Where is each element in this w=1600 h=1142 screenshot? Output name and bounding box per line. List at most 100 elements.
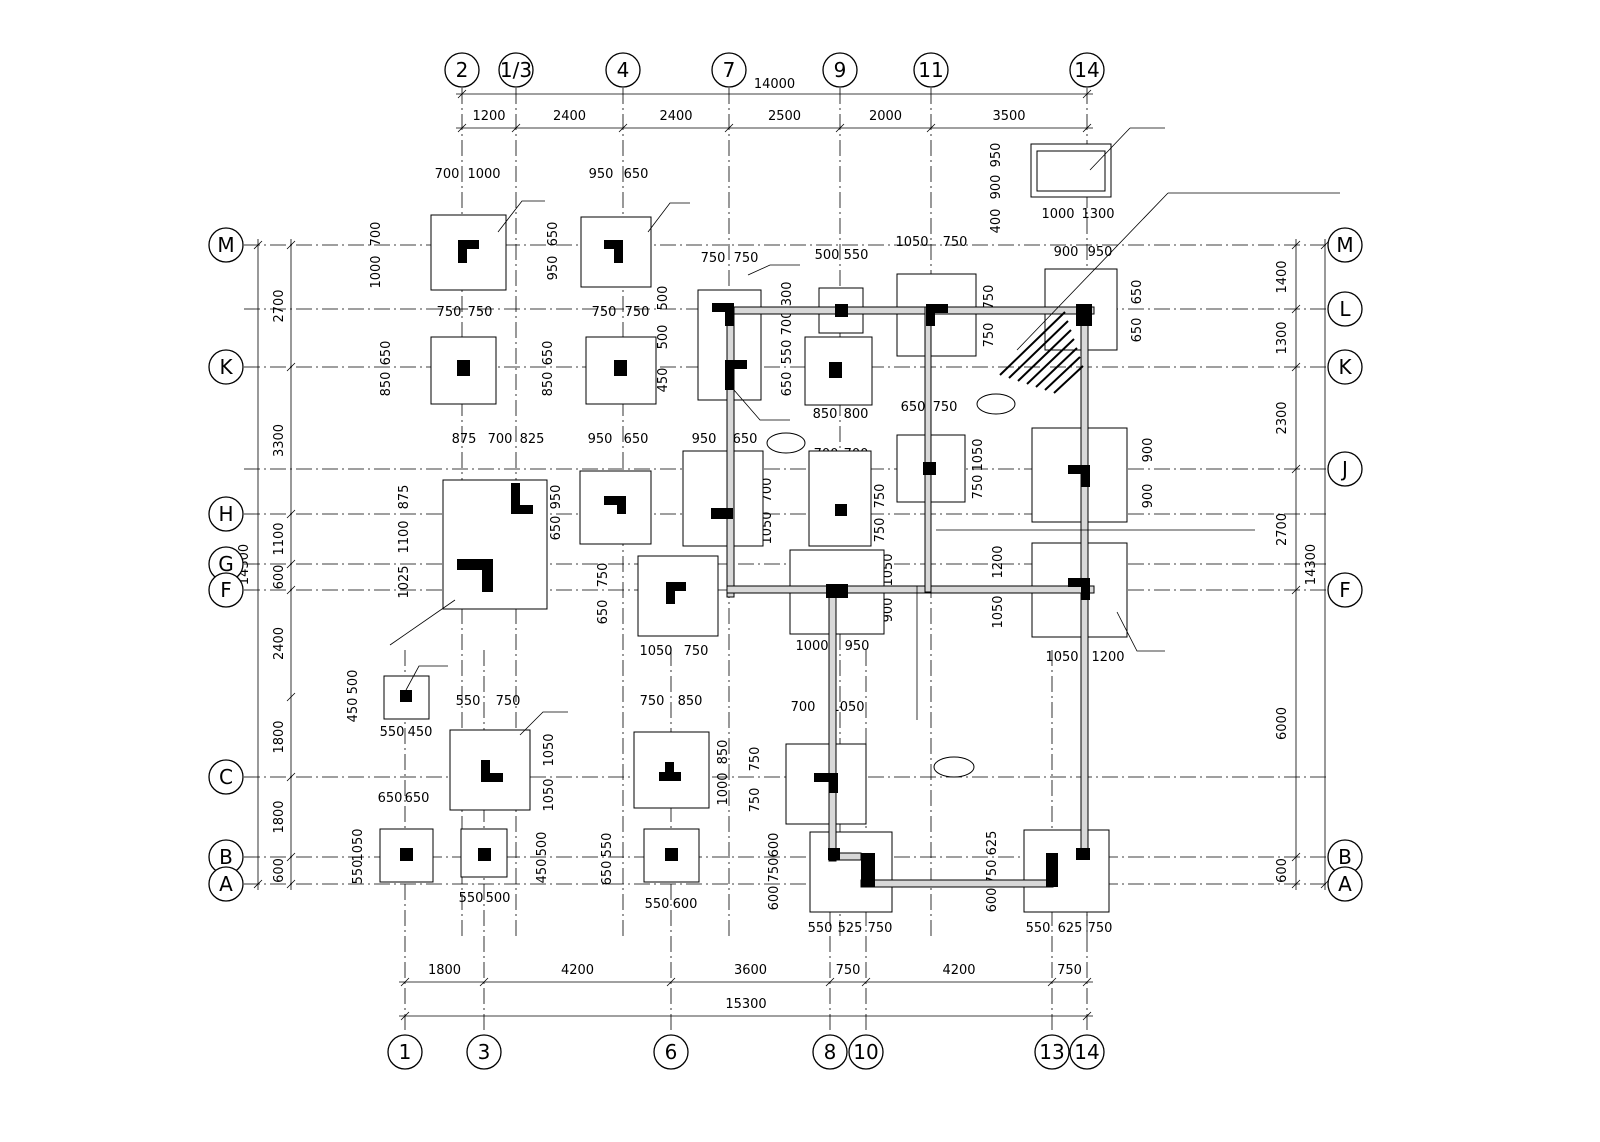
dim-left-tick-5 xyxy=(286,692,296,702)
leader-section xyxy=(1089,127,1131,171)
column-14 xyxy=(1076,304,1092,326)
axis-label-right-B: B xyxy=(1338,845,1352,869)
dim-bottom-label-5: 750 xyxy=(1057,963,1082,978)
column-4 xyxy=(604,240,623,249)
column-43 xyxy=(861,853,875,887)
dim-left-label-2: 1100 xyxy=(272,522,287,555)
footing-dim-label-113: 525 xyxy=(838,921,863,936)
dim-left-tick-8 xyxy=(286,879,296,889)
hatch-line-2 xyxy=(1008,320,1069,379)
footing-dim-label-104: 450 xyxy=(535,859,550,884)
footing-dim-label-21: 1100 xyxy=(397,520,412,553)
footing-dim-label-106: 650 xyxy=(600,861,615,886)
footing-dim-label-88: 1050 xyxy=(542,778,557,811)
footing-dim-label-57: 650 xyxy=(596,600,611,625)
axis-bubble-bottom-14 xyxy=(1069,1034,1105,1070)
dim-right-tick-0 xyxy=(1291,240,1301,250)
dim-left-total-tick-1 xyxy=(253,879,263,889)
leader-7 xyxy=(405,665,448,691)
leader-6 xyxy=(1116,611,1165,652)
dim-bottom-label-4: 4200 xyxy=(942,963,975,978)
dim-left-tick-2 xyxy=(286,509,296,519)
footing-dim-label-9: 750 xyxy=(437,305,462,320)
dim-top-label-4: 2000 xyxy=(869,109,902,124)
footing-dim-label-98: 550 xyxy=(351,860,366,885)
dim-top-label-2: 2400 xyxy=(659,109,692,124)
footing-dim-label-108: 600 xyxy=(673,897,698,912)
footing-dim-label-37: 450 xyxy=(656,368,671,393)
column-25 xyxy=(1068,465,1090,474)
footing-dim-label-20: 875 xyxy=(397,485,412,510)
hatch-line-1 xyxy=(999,311,1066,376)
dim-left-label-3: 600 xyxy=(272,565,287,590)
axis-bubble-left-C xyxy=(208,759,244,795)
footing-dim-label-23: 950 xyxy=(549,485,564,510)
axis-label-top-1/3: 1/3 xyxy=(500,58,532,82)
column-22 xyxy=(711,508,733,519)
axis-bubble-bottom-8 xyxy=(812,1034,848,1070)
footing-dim-label-15: 650 xyxy=(541,341,556,366)
footing-dim-label-1: 700 xyxy=(435,167,460,182)
column-26 xyxy=(1081,465,1090,487)
footing-dim-label-50: 1050 xyxy=(895,235,928,250)
dim-right-label-0: 1400 xyxy=(1275,260,1290,293)
axis-label-left-K: K xyxy=(219,355,233,379)
axis-bubble-top-14 xyxy=(1069,52,1105,88)
dim-left-label-7: 600 xyxy=(272,858,287,883)
dim-top-tick-1 xyxy=(511,123,521,133)
wall-segment-1 xyxy=(726,306,1095,315)
footing-dim-label-75: 650 xyxy=(1130,318,1145,343)
footing-dim-label-116: 750 xyxy=(985,860,1000,885)
footing-dim-label-40: 850 xyxy=(813,407,838,422)
dim-right-tick-5 xyxy=(1291,852,1301,862)
footing-dim-label-60: 1050 xyxy=(881,553,896,586)
column-24 xyxy=(923,462,936,475)
dim-left-label-1: 3300 xyxy=(272,424,287,457)
footing-dim-label-25: 950 xyxy=(588,432,613,447)
footing-dim-label-34: 700 xyxy=(780,311,795,336)
column-44 xyxy=(1046,853,1058,887)
dim-top-tick-4 xyxy=(835,123,845,133)
axis-bubble-bottom-13 xyxy=(1034,1034,1070,1070)
footing-dim-label-8: 950 xyxy=(546,256,561,281)
footing-10 xyxy=(442,479,548,610)
section-detail-inner xyxy=(1036,150,1106,192)
dim-top-total-tick-1 xyxy=(1082,89,1092,99)
axis-label-top-2: 2 xyxy=(456,58,469,82)
axis-label-right-M: M xyxy=(1336,233,1353,257)
dim-top-label-3: 2500 xyxy=(768,109,801,124)
dim-left-tick-7 xyxy=(286,852,296,862)
axis-label-left-H: H xyxy=(218,502,233,526)
footing-dim-label-10: 750 xyxy=(468,305,493,320)
footing-dim-label-16: 850 xyxy=(541,372,556,397)
footing-dim-label-115: 625 xyxy=(985,831,1000,856)
footing-dim-label-24: 650 xyxy=(549,516,564,541)
footing-dim-label-30: 750 xyxy=(734,251,759,266)
footing-dim-label-28: 650 xyxy=(733,432,758,447)
dim-top-tick-5 xyxy=(926,123,936,133)
footing-dim-label-82: 450 xyxy=(346,698,361,723)
column-37 xyxy=(814,773,836,782)
column-7 xyxy=(712,303,734,312)
column-6 xyxy=(614,360,627,376)
axis-bubble-top-7 xyxy=(711,52,747,88)
footing-7 xyxy=(804,336,873,406)
axis-label-left-G: G xyxy=(218,552,234,576)
footing-16 xyxy=(637,555,719,637)
dim-top-label-5: 3500 xyxy=(992,109,1025,124)
column-5 xyxy=(457,360,470,376)
footing-20 xyxy=(449,729,531,811)
footing-dim-label-102: 500 xyxy=(486,891,511,906)
column-36 xyxy=(665,762,674,781)
column-16 xyxy=(511,483,520,513)
axis-bubble-right-K xyxy=(1327,349,1363,385)
axis-bubble-left-H xyxy=(208,496,244,532)
footing-dim-label-107: 550 xyxy=(645,897,670,912)
footing-dim-label-71: 1200 xyxy=(1091,650,1124,665)
grid-lines xyxy=(244,88,1326,1034)
footing-dim-label-18: 700 xyxy=(488,432,513,447)
axis-label-bottom-13: 13 xyxy=(1039,1040,1064,1064)
column-9 xyxy=(725,360,734,390)
footing-dim-label-62: 1000 xyxy=(795,639,828,654)
